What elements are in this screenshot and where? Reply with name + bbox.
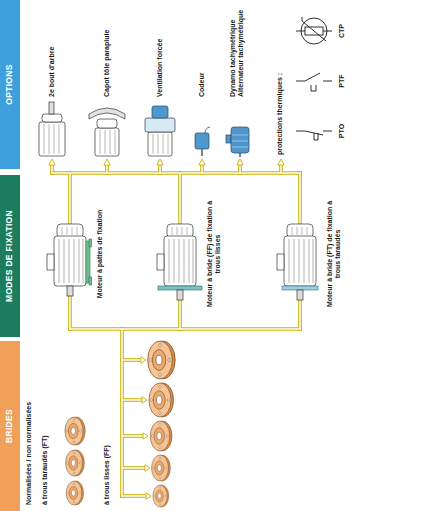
flange-ff bbox=[153, 485, 169, 507]
header-text: MODES DE FIXATION bbox=[5, 210, 14, 302]
option-label: 2e bout d'arbre bbox=[48, 7, 56, 97]
motor-caption: Moteur à bride (FT) de fixation à trous … bbox=[326, 194, 343, 314]
mounting-header: MODES DE FIXATION bbox=[0, 175, 20, 337]
arrow-core bbox=[52, 164, 300, 496]
motor-flange-ff bbox=[157, 224, 202, 300]
forced-ventilation-icon bbox=[145, 106, 175, 156]
motor-caption: Moteur à pattes de fixation bbox=[96, 194, 104, 314]
flange-ff bbox=[149, 383, 174, 417]
encoder-icon bbox=[195, 127, 210, 156]
protection-code: PTO bbox=[338, 116, 346, 146]
motor-caption: Moteur à bride (FF) de fixation à trous … bbox=[206, 194, 223, 314]
flanges-header: BRIDES bbox=[0, 341, 20, 511]
arrow-heads bbox=[49, 159, 284, 499]
second-shaft-icon bbox=[39, 102, 65, 156]
option-label: Alternateur tachymétrique bbox=[237, 7, 245, 97]
flange-ff bbox=[152, 455, 171, 481]
flange-ft bbox=[66, 450, 85, 476]
canopy-icon bbox=[89, 108, 125, 156]
motor-flange-ft bbox=[277, 224, 318, 300]
motor-feet bbox=[47, 224, 92, 296]
ctp-symbol bbox=[296, 17, 332, 44]
flange-ff bbox=[148, 341, 176, 379]
option-label: Ventilation forcée bbox=[156, 7, 164, 97]
header-text: BRIDES bbox=[5, 409, 14, 443]
flange-ff bbox=[150, 421, 172, 451]
flange-group-label: à trous taraudés (FT) bbox=[41, 385, 49, 505]
protection-code: CTP bbox=[338, 16, 346, 46]
arrow-outline bbox=[52, 164, 300, 496]
tachogenerator-icon bbox=[226, 127, 249, 157]
option-label: Codeur bbox=[198, 7, 206, 97]
option-label: Capot tôle parapluie bbox=[103, 7, 111, 97]
flange-standard-note: Normalisées / non normalisées bbox=[25, 345, 33, 505]
flange-ft bbox=[65, 417, 85, 445]
flange-ft bbox=[66, 481, 83, 505]
pto-symbol bbox=[296, 131, 332, 140]
flange-group-label: à trous lisses (FF) bbox=[103, 385, 111, 505]
header-text: OPTIONS bbox=[5, 64, 14, 104]
ptf-symbol bbox=[296, 73, 332, 91]
options-header: OPTIONS bbox=[0, 0, 20, 169]
option-label: Dynamo tachymétrique bbox=[229, 7, 237, 97]
protection-code: PTF bbox=[338, 66, 346, 96]
option-label: protections thermiques : bbox=[276, 5, 284, 155]
